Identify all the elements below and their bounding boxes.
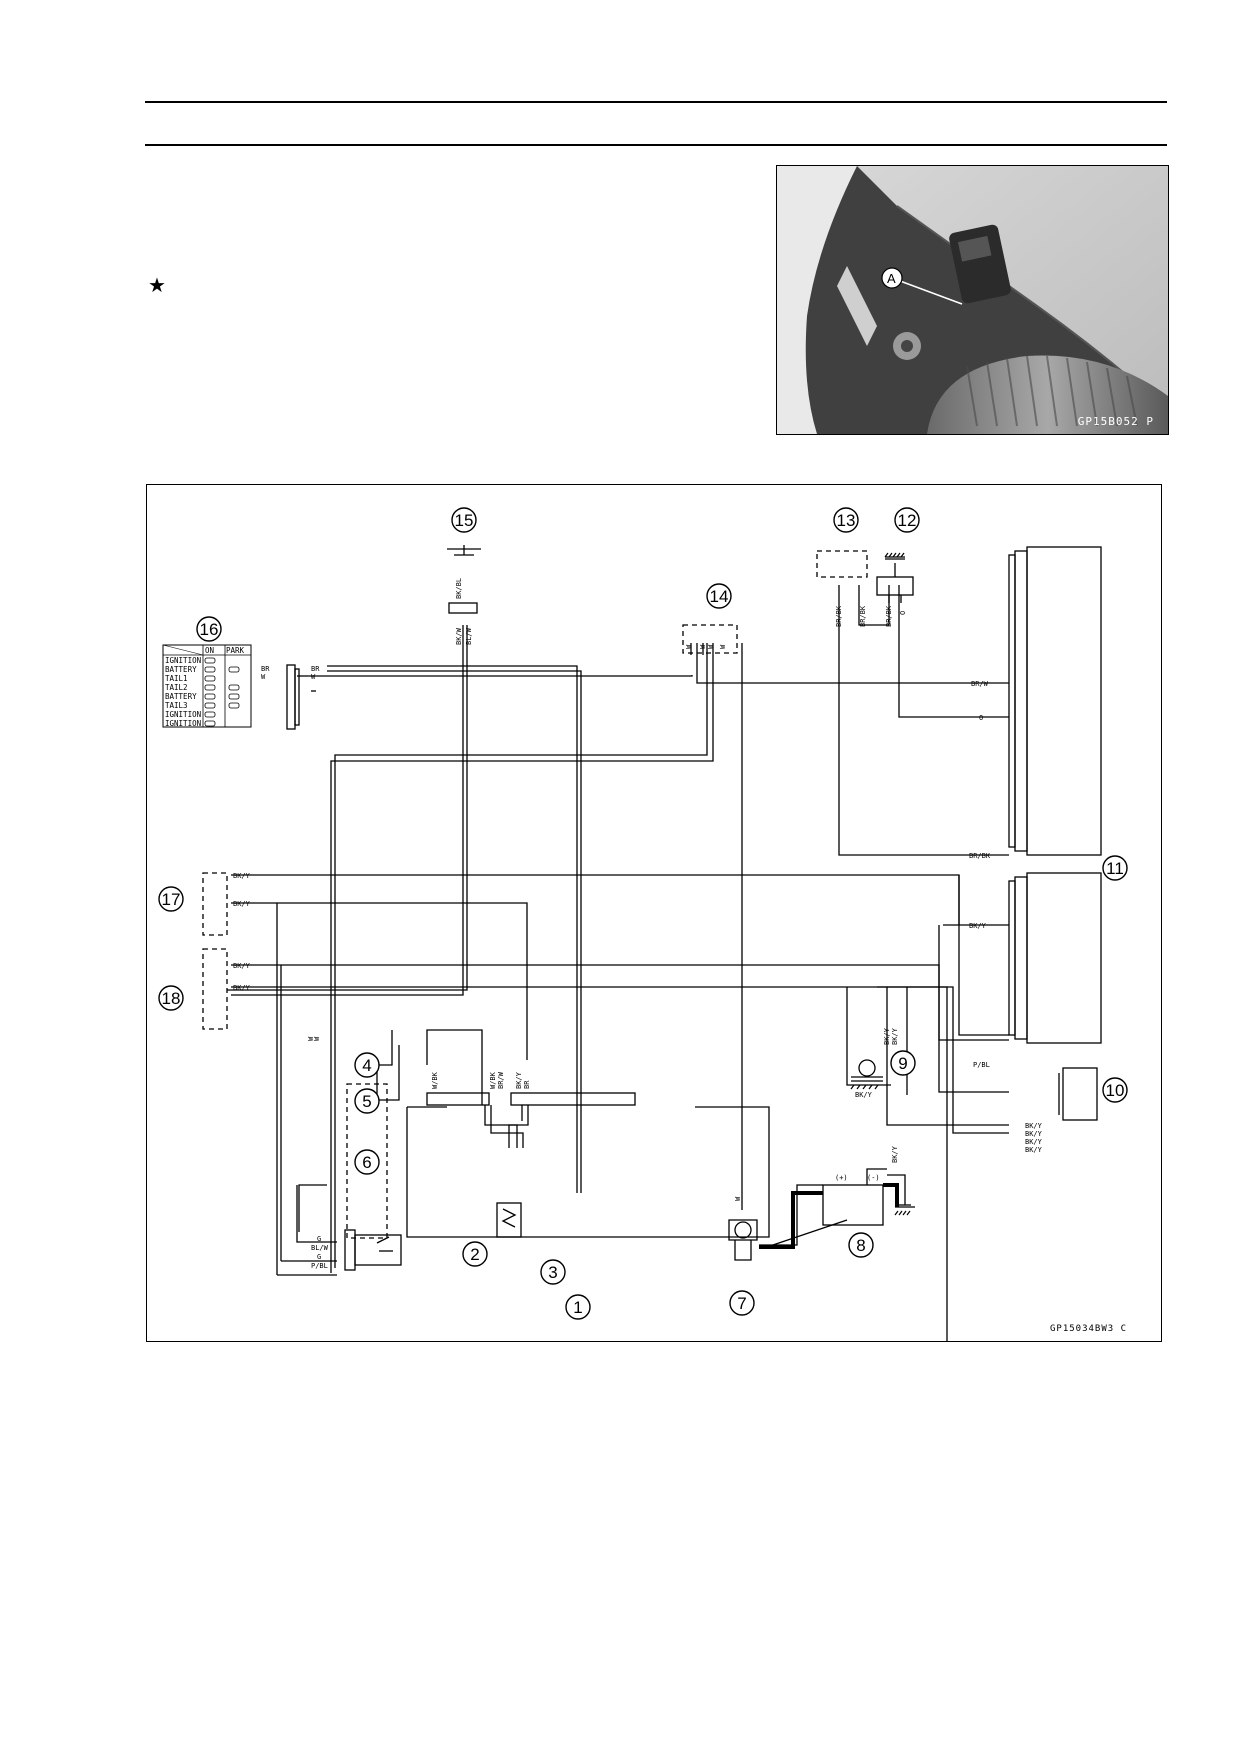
wire-label-o: O — [979, 714, 983, 722]
component-number-3: 3 — [548, 1263, 557, 1282]
wire-label-w: W — [313, 1036, 321, 1041]
wire-label-bk-y: BK/Y — [855, 1091, 873, 1099]
component-number-16: 16 — [200, 620, 219, 639]
wire-label-br-w: BR/W — [971, 680, 989, 688]
wire-label-br: BR — [311, 665, 320, 673]
wire-label-p-bl: P/BL — [311, 1262, 328, 1270]
wire-label-w-bk: W/BK — [431, 1071, 439, 1089]
wire-label-w-bk: W/BK — [489, 1071, 497, 1089]
wire-label-p-bl: P/BL — [973, 1061, 990, 1069]
ground-symbols — [850, 552, 915, 1216]
component-number-15: 15 — [455, 511, 474, 530]
switch-table-row: IGNITION — [165, 710, 201, 719]
meter-upper-panel — [1026, 546, 1102, 856]
component-number-13: 13 — [837, 511, 856, 530]
diagram-code: GP15034BW3 C — [1050, 1324, 1127, 1334]
wire-label-bk-w: BK/W — [455, 627, 463, 645]
wire-label-w: W — [719, 644, 727, 649]
component-number-5: 5 — [362, 1092, 371, 1111]
wire-label-bk: BK/BL — [455, 578, 463, 599]
component-number-17: 17 — [162, 890, 181, 909]
step-bullet-star: ★ — [148, 275, 166, 297]
wire-label-bk-y: BK/Y — [1025, 1146, 1043, 1154]
switch-table-row: BATTERY — [165, 692, 197, 701]
component-number-14: 14 — [710, 587, 729, 606]
wire-label-g: G — [317, 1253, 321, 1261]
wire-label-bl-w: BL/W — [311, 1244, 329, 1252]
component-number-10: 10 — [1106, 1081, 1125, 1100]
wire-label-g: G — [317, 1235, 321, 1243]
wiring-diagram: ON PARK IGNITION BATTERY TAIL1 TAIL2 BAT… — [146, 484, 1162, 1342]
wire-label-bk-y: BK/Y — [233, 900, 251, 908]
wire-label-bk-y: BK/Y — [1025, 1138, 1043, 1146]
battery-plus-label: (+) — [835, 1174, 848, 1182]
switch-table-row: IGNITION — [165, 656, 201, 665]
battery-minus-label: (-) — [867, 1174, 880, 1182]
component-number-18: 18 — [162, 989, 181, 1008]
component-number-1: 1 — [573, 1298, 582, 1317]
component-number-8: 8 — [856, 1236, 865, 1255]
header-rule-bottom — [145, 144, 1167, 146]
switch-table-row: TAIL1 — [165, 674, 188, 683]
header-rule-top — [145, 101, 1167, 103]
switch-table-row: IGNITION — [165, 719, 201, 728]
wire-label-br-bk: BR/BK — [885, 605, 893, 627]
component-number-9: 9 — [898, 1054, 907, 1073]
wire-label-bk-y: BK/Y — [233, 872, 251, 880]
component-location-photo: A GP15B052 P — [776, 165, 1169, 435]
component-number-4: 4 — [362, 1056, 371, 1075]
wire-label-bk-y: BK/Y — [891, 1027, 899, 1045]
wire-label-bk-y: BK/Y — [891, 1145, 899, 1163]
wire-label-br-bk: BR/BK — [969, 852, 991, 860]
ignition-switch-table: ON PARK IGNITION BATTERY TAIL1 TAIL2 BAT… — [162, 644, 252, 728]
wire-label-bk-y: BK/Y — [515, 1071, 523, 1089]
wire-label-w: W — [311, 673, 316, 681]
switch-table-header-park: PARK — [226, 646, 245, 655]
wire-label-w: W — [261, 673, 266, 681]
component-number-2: 2 — [470, 1245, 479, 1264]
wire-label-br: BR — [261, 665, 270, 673]
wire-label-bk-y: BK/Y — [883, 1027, 891, 1045]
wire-label-bl-w: BL/W — [465, 627, 473, 645]
wire-label-br-bk: BR/BK — [859, 605, 867, 627]
switch-table-row: TAIL2 — [165, 683, 188, 692]
photo-callout-a: A — [887, 271, 896, 286]
wire-label-w: W — [707, 644, 715, 649]
switch-table-header-on: ON — [205, 646, 214, 655]
wiring-diagram-drawing: ON PARK IGNITION BATTERY TAIL1 TAIL2 BAT… — [158, 507, 1128, 1341]
wire-label-bk-y: BK/Y — [233, 962, 251, 970]
photo-code: GP15B052 P — [1077, 415, 1154, 428]
wire-label-w: W — [699, 644, 707, 649]
wire-label-br-bk: BR/BK — [835, 605, 843, 627]
component-number-11: 11 — [1106, 859, 1124, 878]
component-number-6: 6 — [362, 1153, 371, 1172]
meter-lower-panel — [1026, 872, 1102, 1044]
wire-label-bk-y: BK/Y — [1025, 1130, 1043, 1138]
wire-label-bk-y: BK/Y — [233, 984, 251, 992]
wire-label-bk-y: BK/Y — [1025, 1122, 1043, 1130]
switch-table-row: TAIL3 — [165, 701, 188, 710]
wire-label-bk-y: BK/Y — [969, 922, 987, 930]
wire-label-br: BR — [523, 1080, 531, 1089]
wire-label-o: O — [899, 611, 907, 615]
wire-label-br-w: BR/W — [497, 1071, 505, 1089]
wire-label-w: W — [685, 644, 693, 649]
wire-label-w: W — [307, 1036, 315, 1041]
component-number-12: 12 — [898, 511, 917, 530]
wire-label-w: W — [734, 1196, 742, 1201]
switch-table-row: BATTERY — [165, 665, 197, 674]
component-number-7: 7 — [737, 1294, 746, 1313]
